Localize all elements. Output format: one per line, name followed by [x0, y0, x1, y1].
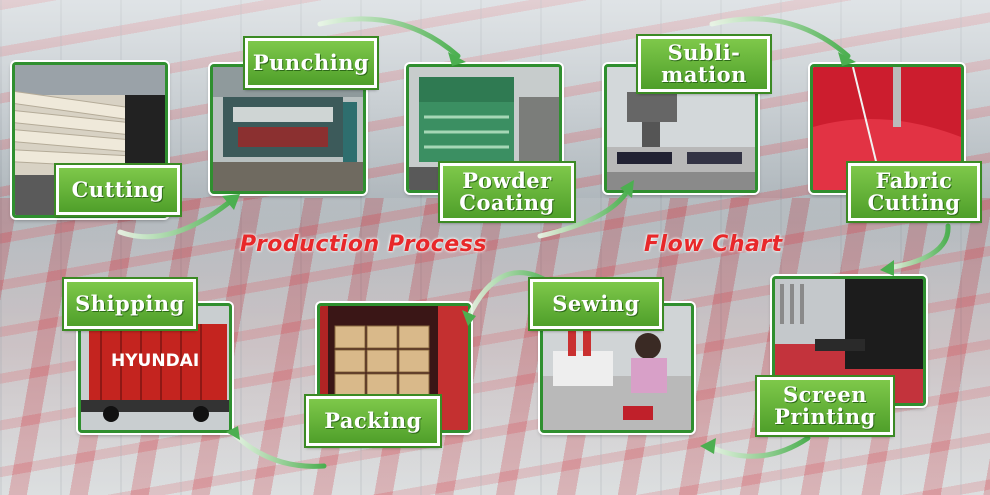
arrowhead-sewing [700, 438, 716, 454]
arrow-sewing-to-packing [465, 270, 555, 321]
arrowhead-coating [448, 52, 466, 66]
sewing-worker-image [543, 306, 691, 430]
truck-brand-text: HYUNDAI [111, 351, 199, 371]
arrowhead-punching [222, 194, 240, 210]
step-label-sewing: Sewing [530, 279, 662, 329]
sewing-photo [540, 303, 694, 433]
arrow-fabric-to-screen [885, 223, 951, 271]
punching-machine-image [213, 67, 363, 191]
arrow-punching-to-coating [317, 16, 461, 59]
arrow-screen-to-sewing [705, 435, 811, 459]
arrow-sublimation-to-fabric [709, 16, 851, 59]
flow-chart-title-right: Flow Chart [644, 232, 783, 257]
arrowhead-fabric [838, 52, 856, 66]
arrowhead-sublimation [620, 180, 634, 198]
step-label-shipping: Shipping [64, 279, 196, 329]
flow-chart-title-left: Production Process [240, 232, 487, 257]
step-label-punching: Punching [245, 38, 377, 88]
arrowhead-shipping [226, 426, 240, 440]
arrowhead-packing [462, 310, 476, 326]
arrow-packing-to-shipping [229, 429, 327, 469]
punching-photo [210, 64, 366, 194]
step-label-powder-coating: Powder Coating [440, 163, 574, 221]
step-label-fabric-cutting: Fabric Cutting [848, 163, 980, 221]
step-label-packing: Packing [306, 396, 440, 446]
step-label-cutting: Cutting [56, 165, 180, 215]
arrowhead-screen [880, 260, 894, 276]
arrow-cutting-to-punching [117, 197, 235, 240]
step-label-sublimation: Subli- mation [638, 36, 770, 92]
arrow-coating-to-sublimation [537, 187, 631, 239]
step-label-screen-printing: Screen Printing [757, 377, 893, 435]
